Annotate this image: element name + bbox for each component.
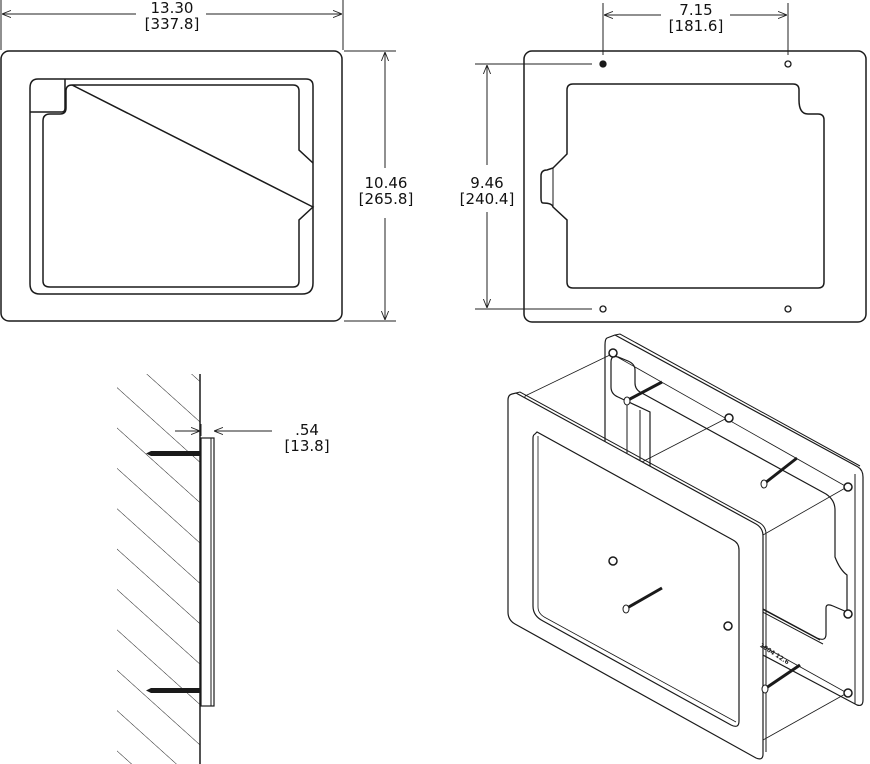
hole-vertical-mm: [240.4]	[459, 190, 515, 208]
front-corner-block	[30, 79, 66, 113]
iso-screw	[626, 586, 663, 610]
hole-spacing-inches: 7.15	[679, 1, 713, 19]
iso-back-plate	[604, 334, 864, 707]
iso-screw	[765, 663, 801, 690]
front-height-mm: [265.8]	[358, 190, 414, 208]
front-outer-frame	[0, 50, 343, 322]
iso-screw-heads	[622, 396, 769, 694]
wall-screw-upper	[146, 451, 201, 456]
depth-dimension: .54 [13.8]	[282, 422, 332, 454]
side-view	[117, 374, 215, 764]
hole-vertical-dimension: 9.46 [240.4]	[459, 175, 515, 207]
mounting-hole	[599, 305, 607, 313]
front-width-mm: [337.8]	[144, 15, 200, 33]
hole-vertical-inches: 9.46	[470, 174, 504, 192]
mounting-hole	[784, 60, 792, 68]
iso-screw	[764, 456, 798, 485]
mount-plate-profile	[200, 437, 215, 707]
back-cutout	[540, 83, 825, 289]
front-bezel-opening	[29, 78, 314, 295]
hole-spacing-mm: [181.6]	[668, 17, 724, 35]
depth-mm: [13.8]	[284, 437, 330, 455]
front-height-dimension: 10.46 [265.8]	[355, 175, 417, 207]
iso-screws	[626, 380, 801, 690]
back-dimensions	[475, 3, 789, 310]
back-outer-frame	[523, 50, 867, 323]
wall-hatching	[117, 374, 200, 764]
front-width-inches: 13.30	[150, 0, 194, 17]
front-view	[0, 50, 343, 322]
back-mounting-holes	[599, 60, 792, 313]
isometric-view	[507, 333, 864, 760]
front-screen-opening	[42, 84, 315, 288]
wall-screw-lower	[146, 688, 201, 693]
iso-front-bezel	[507, 392, 764, 760]
mounting-hole	[784, 305, 792, 313]
depth-inches: .54	[295, 421, 319, 439]
front-dimensions	[0, 0, 396, 322]
front-width-dimension: 13.30 [337.8]	[138, 0, 206, 32]
side-dimensions	[175, 424, 272, 436]
iso-bezel-opening	[532, 431, 740, 727]
back-view	[523, 50, 867, 323]
iso-screw	[627, 380, 663, 402]
iso-mounting-holes	[608, 348, 853, 698]
mounting-hole	[599, 60, 607, 68]
hole-spacing-dimension: 7.15 [181.6]	[663, 2, 729, 34]
front-height-inches: 10.46	[364, 174, 408, 192]
